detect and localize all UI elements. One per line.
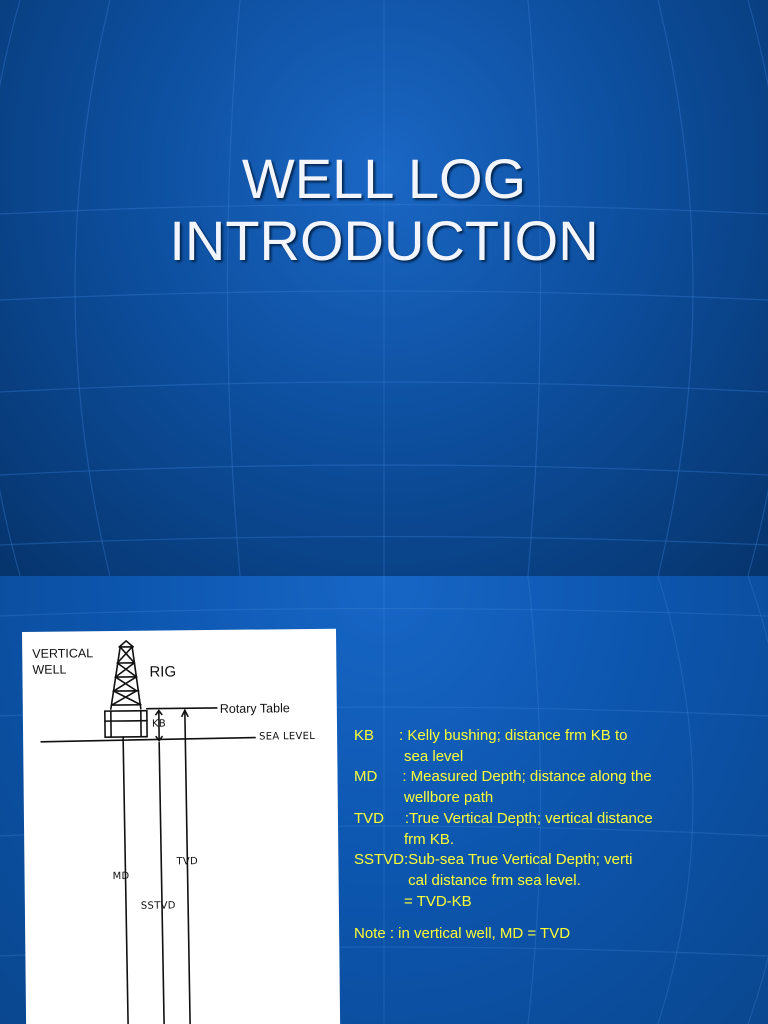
definitions-text: KB : Kelly bushing; distance frm KB to s… [354, 726, 754, 945]
title-line-2: INTRODUCTION [169, 209, 599, 272]
definition-line: TVD :True Vertical Depth; vertical dista… [354, 809, 653, 827]
label-sstvd: SSTVD [140, 900, 176, 912]
vertical-well-diagram: VERTICAL WELL RIG Rotary Table KB SEA LE… [22, 628, 341, 1024]
well-diagram-drawing [40, 639, 256, 1024]
definition-line: sea level [354, 747, 464, 765]
definition-line: KB : Kelly bushing; distance frm KB to [354, 727, 628, 744]
globe-grid-background [0, 0, 768, 576]
label-md: MD [112, 870, 130, 883]
definition-line: MD : Measured Depth; distance along the [354, 768, 652, 786]
label-tvd: TVD [176, 856, 199, 868]
definition-line: frm KB. [354, 830, 455, 848]
label-well: WELL [32, 662, 67, 677]
title-line-1: WELL LOG [241, 147, 527, 210]
title-slide: WELL LOG INTRODUCTION [0, 0, 768, 576]
definition-line: cal distance frm sea level. [354, 871, 581, 889]
definition-line: SSTVD:Sub-sea True Vertical Depth; verti [354, 851, 633, 869]
definitions-slide: VERTICAL WELL RIG Rotary Table KB SEA LE… [0, 576, 768, 1024]
label-rotary-table: Rotary Table [219, 701, 290, 716]
label-kb-handwritten: KB [151, 718, 167, 730]
slide-title: WELL LOG INTRODUCTION [0, 148, 768, 272]
definition-line: = TVD-KB [354, 892, 472, 910]
label-vertical: VERTICAL [32, 646, 94, 661]
definition-line: wellbore path [354, 789, 494, 807]
label-sea-level: SEA LEVEL [259, 730, 316, 743]
note-line: Note : in vertical well, MD = TVD [354, 925, 571, 943]
label-rig: RIG [149, 663, 177, 681]
